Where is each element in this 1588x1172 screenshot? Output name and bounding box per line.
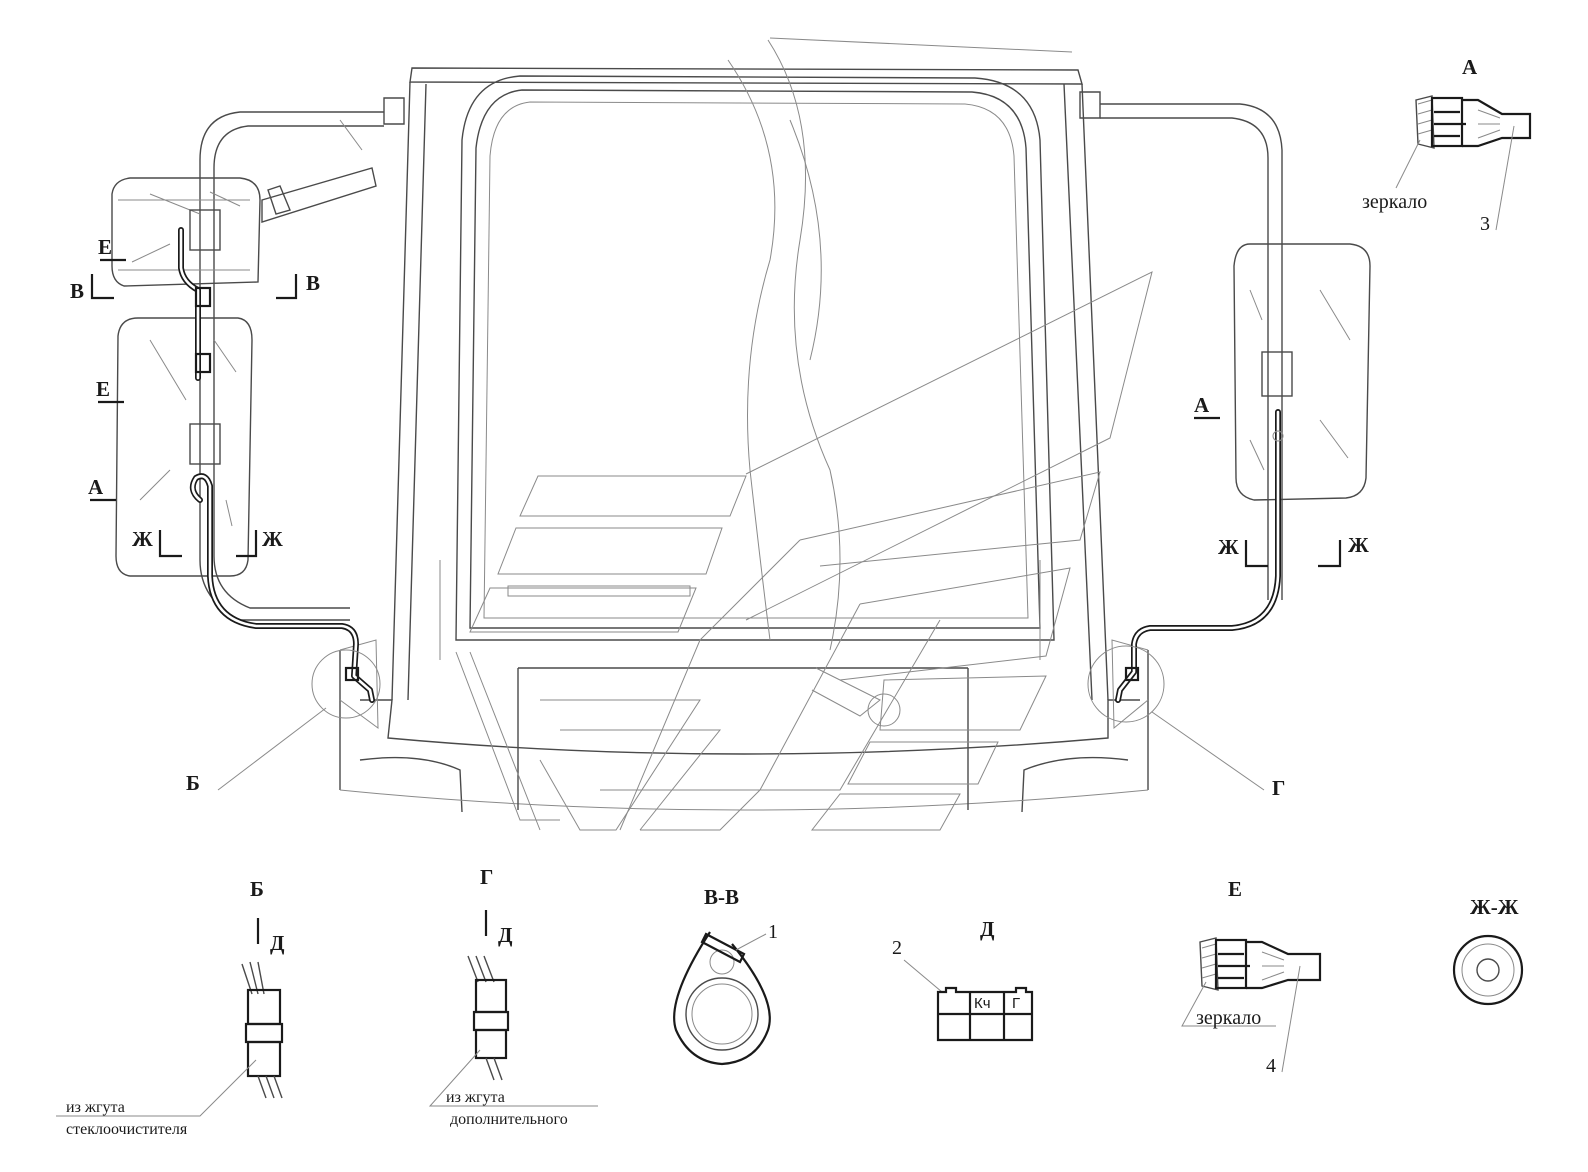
detail-g-view-mark: Д: [498, 923, 513, 947]
detail-a-note: зеркало: [1362, 191, 1427, 213]
detail-g: Г Д из жгута дополнительного: [428, 865, 598, 1128]
section-zh-left-b: Ж: [262, 527, 283, 551]
detail-a-position: 3: [1480, 213, 1490, 235]
section-e-left-mid: Е: [96, 377, 110, 401]
detail-g-note-1: из жгута: [446, 1089, 505, 1106]
detail-b: Б Д из жгута стеклоочистителя: [56, 877, 285, 1138]
section-zh-left-a: Ж: [132, 527, 153, 551]
detail-e: Е зеркало 4: [1181, 877, 1322, 1077]
cab-outline: [339, 67, 1149, 813]
cutaway-break-lines: [727, 37, 1073, 651]
section-zhzh: Ж-Ж: [1452, 895, 1524, 1006]
view-d-cell-kch: Кч: [974, 995, 991, 1012]
detail-e-title: Е: [1228, 877, 1242, 901]
right-mirror-assembly: [1100, 103, 1371, 600]
view-d-title: Д: [980, 917, 995, 941]
detail-g-note-2: дополнительного: [450, 1111, 568, 1128]
view-d-cell-g: Г: [1012, 995, 1020, 1012]
section-vv: В-В 1: [673, 885, 778, 1066]
detail-a: А зеркало 3: [1362, 55, 1532, 235]
main-view-labels: Б Г Е Е А В В Ж Ж А Ж Ж: [70, 235, 1369, 800]
detail-b-title: Б: [250, 877, 264, 901]
section-zhzh-title: Ж-Ж: [1470, 895, 1519, 919]
section-a-right: А: [1194, 393, 1210, 417]
section-e-left-top: Е: [98, 235, 112, 259]
callout-b-label: Б: [186, 771, 200, 795]
left-mirror-assembly: [111, 111, 384, 621]
detail-b-view-mark: Д: [270, 931, 285, 955]
right-harness: [1087, 409, 1284, 723]
section-vv-title: В-В: [704, 885, 739, 909]
view-d-position: 2: [892, 937, 902, 959]
detail-e-position: 4: [1266, 1055, 1276, 1077]
detail-b-note-2: стеклоочистителя: [66, 1121, 188, 1138]
detail-b-note-1: из жгута: [66, 1099, 125, 1116]
section-vv-position: 1: [768, 921, 778, 943]
section-v-left: В: [70, 279, 84, 303]
left-harness: [178, 227, 381, 719]
detail-e-note: зеркало: [1196, 1007, 1261, 1029]
section-zh-right-b: Ж: [1348, 533, 1369, 557]
callout-g-label: Г: [1272, 776, 1285, 800]
detail-a-title: А: [1462, 55, 1478, 79]
seat-and-panels: [439, 271, 1153, 831]
section-zh-right-a: Ж: [1218, 535, 1239, 559]
section-v-right: В: [306, 271, 320, 295]
section-a-left: А: [88, 475, 104, 499]
detail-g-title: Г: [480, 865, 493, 889]
view-d: Д 2 Кч Г: [892, 917, 1034, 1042]
